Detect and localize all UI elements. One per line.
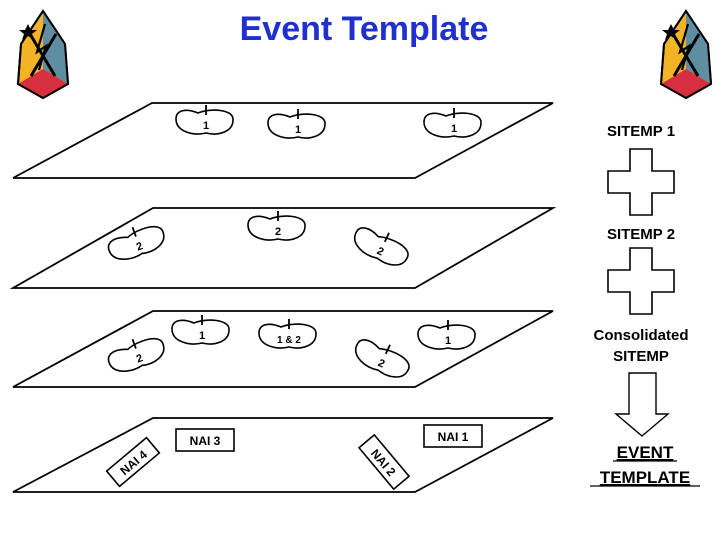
enemy-unit-symbol: 1 [175, 104, 234, 135]
unit-label: 1 [203, 120, 209, 132]
event-label-line1: EVENT [617, 443, 674, 462]
enemy-unit-symbol: 1 [423, 107, 482, 138]
enemy-unit-symbol: 2 [103, 329, 169, 378]
enemy-unit-symbol: 1 [171, 314, 230, 345]
nai-label: NAI 1 [438, 430, 469, 444]
event-template-layer: NAI 4 NAI 3 NAI 2 NAI 1 [12, 417, 554, 493]
nai-label: NAI 3 [190, 434, 221, 448]
consolidated-label-line1: Consolidated [593, 327, 688, 344]
consolidated-label-line2: SITEMP [613, 348, 669, 365]
sidebar: SITEMP 1 SITEMP 2 Consolidated SITEMP EV… [590, 123, 700, 487]
unit-label: 1 [445, 335, 451, 347]
enemy-unit-symbol: 2 [103, 217, 169, 266]
page-title: Event Template [239, 10, 489, 48]
enemy-unit-symbol: 2 [348, 219, 415, 272]
unit-label: 2 [375, 245, 386, 258]
nai-box: NAI 3 [175, 428, 235, 452]
enemy-unit-symbol: 1 [417, 319, 476, 350]
enemy-unit-symbol: 2 [247, 210, 306, 241]
unit-label: 1 [295, 124, 301, 136]
left-unit-crest-icon [16, 9, 70, 100]
unit-label: 1 & 2 [277, 335, 301, 346]
plus-icon [607, 247, 675, 315]
sitemp-2-layer: 2 2 2 [9, 207, 557, 289]
nai-box: NAI 1 [423, 424, 483, 448]
enemy-unit-symbol: 1 [267, 108, 326, 139]
sitemp-1-layer: 1 1 1 [12, 102, 554, 179]
right-unit-crest-icon [659, 9, 713, 100]
unit-label: 2 [135, 240, 145, 253]
nai-box: NAI 4 [105, 436, 161, 488]
unit-label: 1 [451, 123, 457, 135]
unit-label: 2 [135, 352, 145, 365]
enemy-unit-symbol: 2 [349, 331, 416, 384]
consolidated-sitemp-layer: 2 1 1 & 2 2 1 [12, 310, 554, 388]
sitemp-1-label: SITEMP 1 [607, 123, 675, 140]
enemy-unit-symbol: 1 & 2 [258, 318, 317, 349]
plus-icon [607, 148, 675, 216]
unit-label: 2 [275, 226, 281, 238]
unit-label: 1 [199, 330, 205, 342]
unit-label: 2 [376, 357, 387, 370]
down-arrow-icon [614, 372, 670, 437]
sitemp-2-label: SITEMP 2 [607, 226, 675, 243]
event-label-line2: TEMPLATE [600, 468, 690, 487]
